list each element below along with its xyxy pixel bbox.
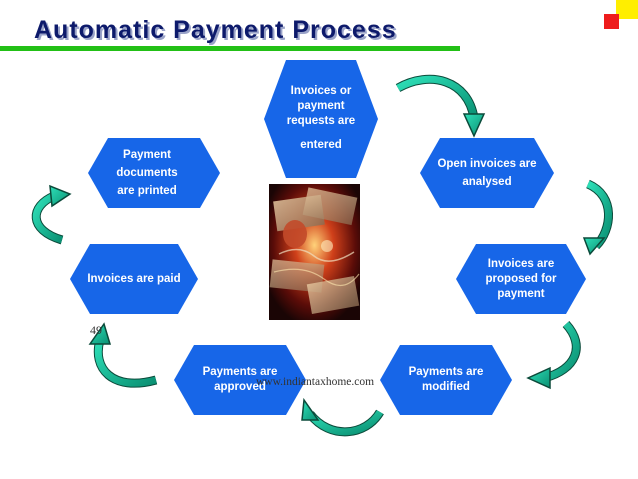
page-number: 49 — [90, 323, 102, 337]
step-text-line: Invoices are — [487, 257, 555, 270]
hexagon-shape — [456, 244, 586, 314]
corner-square-red — [604, 14, 619, 29]
arrowhead-icon — [582, 237, 606, 256]
step-invoices-paid: Invoices are paid — [70, 244, 198, 314]
step-text-line: Payments are — [202, 366, 278, 378]
hexagon-shape — [380, 345, 512, 415]
step-documents-printed: Payment documents are printed — [88, 138, 220, 208]
step-invoices-proposed: Invoices are proposed for payment — [456, 244, 586, 314]
step-invoices-entered: Invoices or payment requests are entered — [264, 60, 378, 178]
corner-square-yellow — [616, 0, 638, 19]
step-invoices-analysed: Open invoices are analysed — [420, 138, 554, 208]
arrowhead-icon — [462, 113, 486, 138]
step-text-line: Payments are — [408, 366, 484, 378]
hexagon-shape — [88, 138, 220, 208]
arrowhead-icon — [49, 184, 72, 208]
step-text-line: payment — [297, 100, 345, 112]
step-text-line: documents — [116, 167, 178, 179]
step-text-line: analysed — [462, 176, 512, 188]
step-text-line: approved — [214, 381, 266, 393]
hexagon-shape — [70, 244, 198, 314]
step-text-line: are printed — [117, 185, 177, 197]
arrowhead-icon — [88, 322, 112, 345]
hexagon-shape — [420, 138, 554, 208]
step-text-line: Invoices or — [290, 85, 352, 97]
step-payments-modified: Payments are modified — [380, 345, 512, 415]
step-text-line: proposed for — [485, 272, 557, 285]
step-payments-approved: Payments are approved — [174, 345, 306, 415]
hexagon-shape — [264, 60, 378, 178]
arrowhead-icon — [301, 397, 320, 421]
hexagon-shape — [174, 345, 306, 415]
arrowhead-icon — [526, 366, 551, 390]
step-text-line: Invoices are paid — [87, 272, 181, 285]
step-text-line: modified — [422, 381, 470, 393]
step-text-line: payment — [497, 287, 545, 300]
step-text-line: requests are — [286, 115, 356, 127]
title-underline — [0, 46, 460, 51]
watermark-url: www.indiantaxhome.com — [256, 376, 375, 388]
slide-title: Automatic Payment Process — [34, 16, 397, 44]
money-photo — [269, 184, 360, 320]
step-text-line: Payment — [123, 149, 171, 161]
step-text-line: Open invoices are — [437, 158, 537, 170]
step-text-line: entered — [300, 139, 342, 151]
